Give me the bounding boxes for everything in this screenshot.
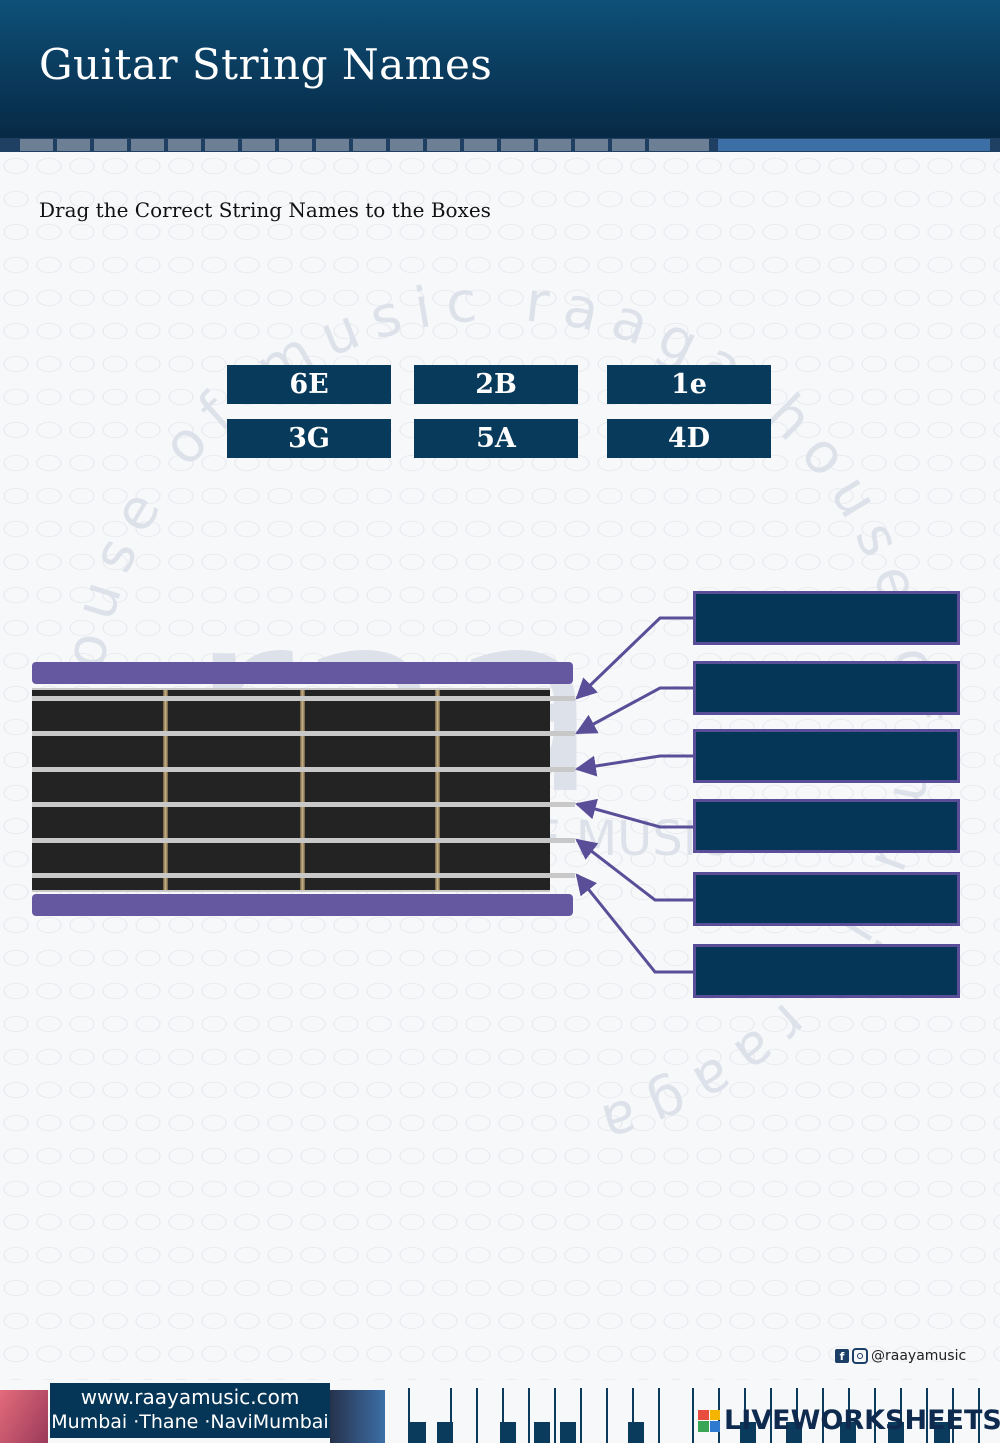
leader-arrow-1 [575,616,693,700]
string-3 [32,767,575,772]
neck-bottom-edge [32,894,573,916]
liveworksheets-text: LIVEWORKSHEETS [724,1405,1000,1436]
fret-wire [435,690,440,890]
page-header: Guitar String Names [0,0,1000,138]
leader-arrow-2 [575,686,693,735]
string-5 [32,838,575,843]
tile-6e[interactable]: 6E [227,365,391,404]
page-title: Guitar String Names [39,40,493,89]
leader-arrow-4 [574,798,693,829]
leader-arrow-6 [575,873,693,974]
facebook-icon[interactable]: f [835,1349,849,1363]
social-handle: @raayamusic [871,1348,967,1364]
fret-wire [163,690,168,890]
string-6 [32,873,575,878]
string-2 [32,731,575,736]
drop-box-string-4[interactable] [693,799,960,853]
liveworksheets-logo-icon [698,1409,720,1432]
header-strip [0,138,1000,152]
drop-box-string-6[interactable] [693,944,960,998]
tile-2b[interactable]: 2B [414,365,578,404]
tile-5a[interactable]: 5A [414,419,578,458]
string-4 [32,802,575,807]
tile-4d[interactable]: 4D [607,419,771,458]
fret-wire [300,690,305,890]
footer-locations: Mumbai ·Thane ·NaviMumbai [51,1411,329,1433]
tile-1e[interactable]: 1e [607,365,771,404]
footer-contact: www.raayamusic.com Mumbai ·Thane ·NaviMu… [50,1383,330,1438]
neck-top-edge [32,662,573,684]
drop-box-string-3[interactable] [693,729,960,783]
footer-accent [0,1390,48,1443]
fretboard [32,688,550,892]
drop-box-string-1[interactable] [693,591,960,645]
footer-band [330,1390,385,1443]
social-links: f @raayamusic [835,1346,966,1366]
drop-box-string-5[interactable] [693,872,960,926]
string-1 [32,696,575,701]
leader-arrow-5 [575,838,693,902]
footer-website[interactable]: www.raayamusic.com [80,1385,300,1409]
instagram-icon[interactable] [852,1348,868,1364]
drop-box-string-2[interactable] [693,661,960,715]
leader-arrow-3 [574,754,693,777]
tile-3g[interactable]: 3G [227,419,391,458]
liveworksheets-brand[interactable]: LIVEWORKSHEETS [698,1405,1000,1436]
piano-keys-decoration [400,1388,1000,1443]
instructions-text: Drag the Correct String Names to the Box… [39,198,491,222]
